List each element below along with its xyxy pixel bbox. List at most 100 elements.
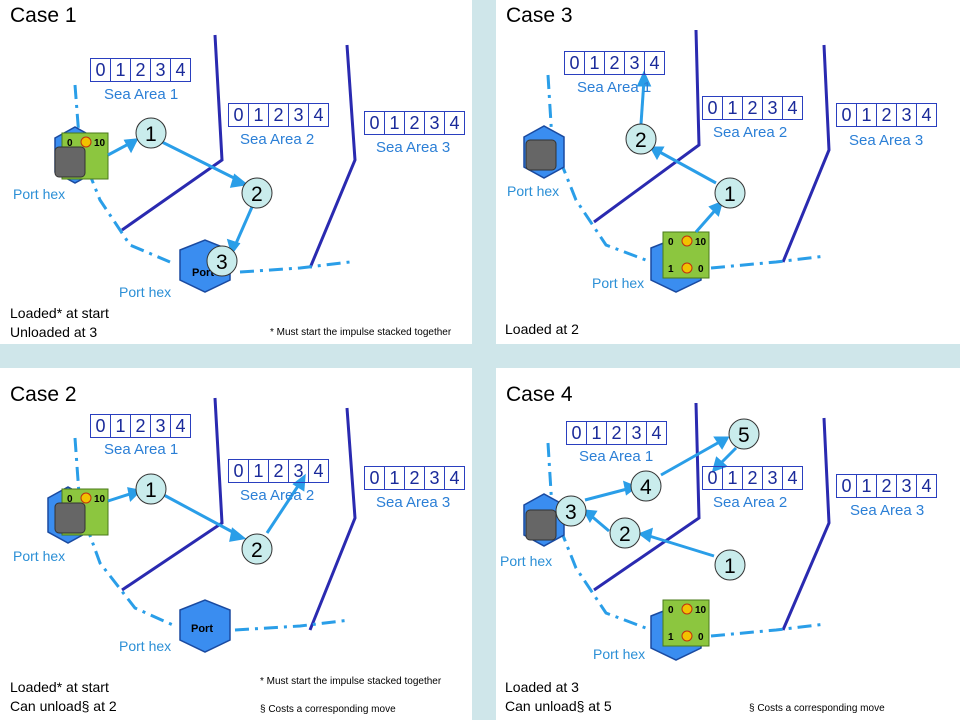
case4-coastline-2: [710, 622, 827, 638]
case4-port-label-2: Port hex: [593, 646, 646, 662]
case3-sea-border-1: [593, 29, 701, 224]
case4-title: Case 4: [506, 383, 573, 406]
svg-text:0: 0: [67, 138, 73, 149]
case2-coastline: [73, 437, 176, 628]
case1-coastline-2: [239, 260, 351, 274]
svg-text:10: 10: [695, 605, 707, 616]
svg-text:0: 0: [668, 605, 674, 616]
case3-coastline: [546, 74, 652, 264]
case4-sea-label-2: Sea Area 2: [713, 494, 788, 511]
svg-text:0: 0: [668, 237, 674, 248]
case3-port-label-1: Port hex: [507, 183, 560, 199]
svg-text:1: 1: [668, 632, 674, 643]
case3-sea-label-3: Sea Area 3: [849, 132, 924, 149]
case1-coastline: [73, 84, 171, 264]
case3-gray-block-icon: [525, 139, 557, 171]
case4-sea-label-1: Sea Area 1: [579, 448, 654, 465]
case2-step-circle-2: [241, 533, 273, 565]
case1-port-label-2: Port hex: [119, 284, 172, 300]
case1-sea-label-1: Sea Area 1: [104, 86, 179, 103]
case2-footnote: * Must start the impulse stacked togethe…: [260, 676, 442, 687]
case1-step-circle-3: [206, 245, 238, 277]
case4-footnote2: § Costs a corresponding move: [749, 703, 885, 714]
case4-sea-label-3: Sea Area 3: [850, 502, 925, 519]
case2-sea-label-1: Sea Area 1: [104, 441, 179, 458]
case2-sea-label-2: Sea Area 2: [240, 487, 315, 504]
svg-text:0: 0: [698, 264, 704, 275]
case2-drawing: 0 10 Port 1 2: [47, 397, 357, 653]
case2-step-1: 1: [145, 479, 157, 502]
case3-step-1: 1: [724, 183, 736, 206]
case3-sea-border-2: [781, 44, 831, 263]
case4-gray-block-icon: [525, 509, 557, 541]
case1-step-2: 2: [251, 183, 263, 206]
case3-drawing: 0 10 1 0 1 2: [523, 29, 831, 293]
svg-text:0: 0: [67, 494, 73, 505]
case2-panel: Case 2 0 10 Port: [0, 368, 472, 720]
case1-arrows: [107, 138, 254, 256]
case3-step-circle-2: [625, 123, 657, 155]
case3-sea-label-2: Sea Area 2: [713, 124, 788, 141]
case4-sea-border-1: [593, 402, 701, 592]
case1-drawing: 0 10 Port 1 2 3: [54, 34, 357, 293]
case1-sea-border-2: [308, 44, 357, 269]
case1-step-1: 1: [145, 123, 157, 146]
case4-drawing: 0 10 1 0 1 2: [523, 402, 831, 661]
case4-sea-border-2: [781, 417, 831, 631]
case1-title: Case 1: [10, 4, 77, 27]
case1-port-label-1: Port hex: [13, 186, 66, 202]
svg-text:10: 10: [94, 138, 106, 149]
case2-port-label-1: Port hex: [13, 548, 66, 564]
case4-step-circle-1: [714, 549, 746, 581]
svg-text:10: 10: [94, 494, 106, 505]
case4-step-3: 3: [565, 501, 577, 524]
case4-step-circle-3: [555, 495, 587, 527]
case2-arrows: [107, 473, 306, 542]
case4-step-circle-5: [728, 418, 760, 450]
case2-sea-border-2: [308, 407, 357, 631]
case3-arrows: [636, 70, 724, 233]
case3-step-2: 2: [635, 129, 647, 152]
case3-panel: Case 3 0 10 1 0: [496, 0, 960, 344]
case2-footnote2: § Costs a corresponding move: [260, 704, 396, 715]
case3-sea-label-1: Sea Area 1: [577, 79, 652, 96]
case4-step-5: 5: [738, 424, 750, 447]
case2-step-circle-1: [135, 473, 167, 505]
case2-sea-label-3: Sea Area 3: [376, 494, 451, 511]
case3-note: Loaded at 2: [505, 321, 579, 337]
case3-coastline-2: [710, 254, 827, 270]
case4-step-2: 2: [619, 523, 631, 546]
case4-step-1: 1: [724, 555, 736, 578]
case3-unit-counter-icon: 0 10 1 0: [662, 231, 710, 279]
case4-step-4: 4: [640, 476, 652, 499]
svg-text:10: 10: [695, 237, 707, 248]
case1-sea-label-2: Sea Area 2: [240, 131, 315, 148]
case4-port-label-1: Port hex: [500, 553, 553, 569]
case1-panel: Case 1 0 10 Port: [0, 0, 472, 344]
case2-title: Case 2: [10, 383, 77, 406]
case1-footnote: * Must start the impulse stacked togethe…: [270, 327, 452, 338]
case2-gray-block-icon: [54, 502, 86, 534]
case2-step-2: 2: [251, 539, 263, 562]
case4-arrows: [582, 436, 738, 558]
case2-coastline-2: [234, 618, 351, 632]
case1-gray-block-icon: [54, 146, 86, 178]
case1-port-text: Port: [192, 267, 214, 279]
case3-title: Case 3: [506, 4, 573, 27]
case1-step-3: 3: [216, 251, 228, 274]
case4-panel: Case 4 0 10 1 0: [496, 368, 960, 720]
case1-sea-border-1: [121, 34, 224, 232]
